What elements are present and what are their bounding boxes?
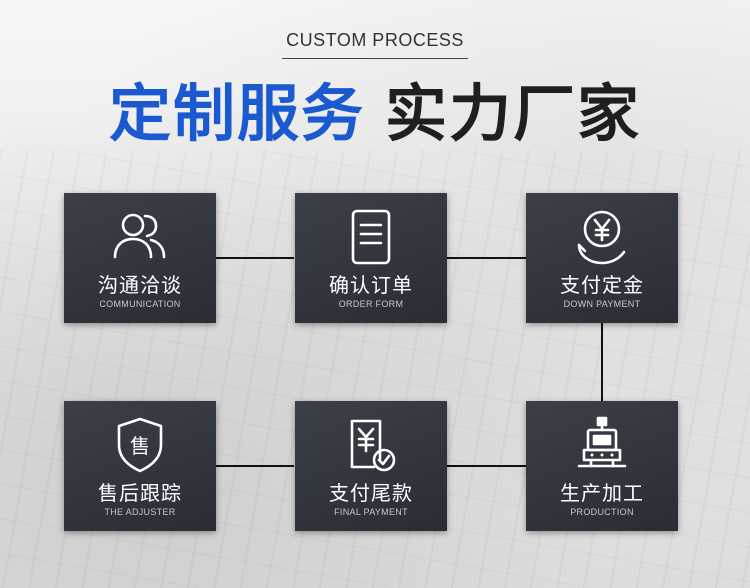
step-label-en: ORDER FORM (338, 299, 404, 309)
step-production: 生产加工 PRODUCTION (526, 401, 678, 531)
yen-receipt-check-icon (340, 415, 402, 475)
step-label: 生产加工 (560, 481, 644, 505)
svg-text:售: 售 (130, 434, 150, 458)
step-label-en: FINAL PAYMENT (334, 507, 408, 517)
connector-5-4 (216, 465, 294, 467)
step-label: 支付定金 (560, 273, 644, 297)
title-highlight: 定制服务 (108, 77, 365, 150)
connector-6-5 (446, 465, 526, 467)
step-label: 售后跟踪 (98, 481, 182, 505)
step-communication: 沟通洽谈 COMMUNICATION (64, 193, 216, 323)
step-down-payment: 支付定金 DOWN PAYMENT (526, 193, 678, 323)
title-main: 实力厂家 (385, 77, 642, 150)
step-label: 确认订单 (329, 273, 413, 297)
yen-coin-hand-icon (571, 207, 633, 267)
shield-shou-icon: 售 (109, 415, 171, 475)
connector-2-3 (446, 257, 526, 259)
step-after-sales: 售 售后跟踪 THE ADJUSTER (64, 401, 216, 531)
page-title: 定制服务实力厂家 (0, 74, 750, 154)
subtitle: CUSTOM PROCESS (286, 30, 464, 50)
connector-3-6 (601, 323, 603, 401)
step-label: 支付尾款 (329, 481, 413, 505)
step-label-en: PRODUCTION (570, 507, 634, 517)
step-label-en: DOWN PAYMENT (563, 299, 641, 309)
step-label-en: COMMUNICATION (99, 299, 181, 309)
step-order-form: 确认订单 ORDER FORM (295, 193, 447, 323)
users-icon (109, 207, 171, 267)
step-final-payment: 支付尾款 FINAL PAYMENT (295, 401, 447, 531)
machine-icon (571, 415, 633, 475)
document-icon (340, 207, 402, 267)
step-label-en: THE ADJUSTER (104, 507, 176, 517)
step-label: 沟通洽谈 (98, 273, 182, 297)
subtitle-underline (282, 58, 468, 59)
connector-1-2 (216, 257, 294, 259)
